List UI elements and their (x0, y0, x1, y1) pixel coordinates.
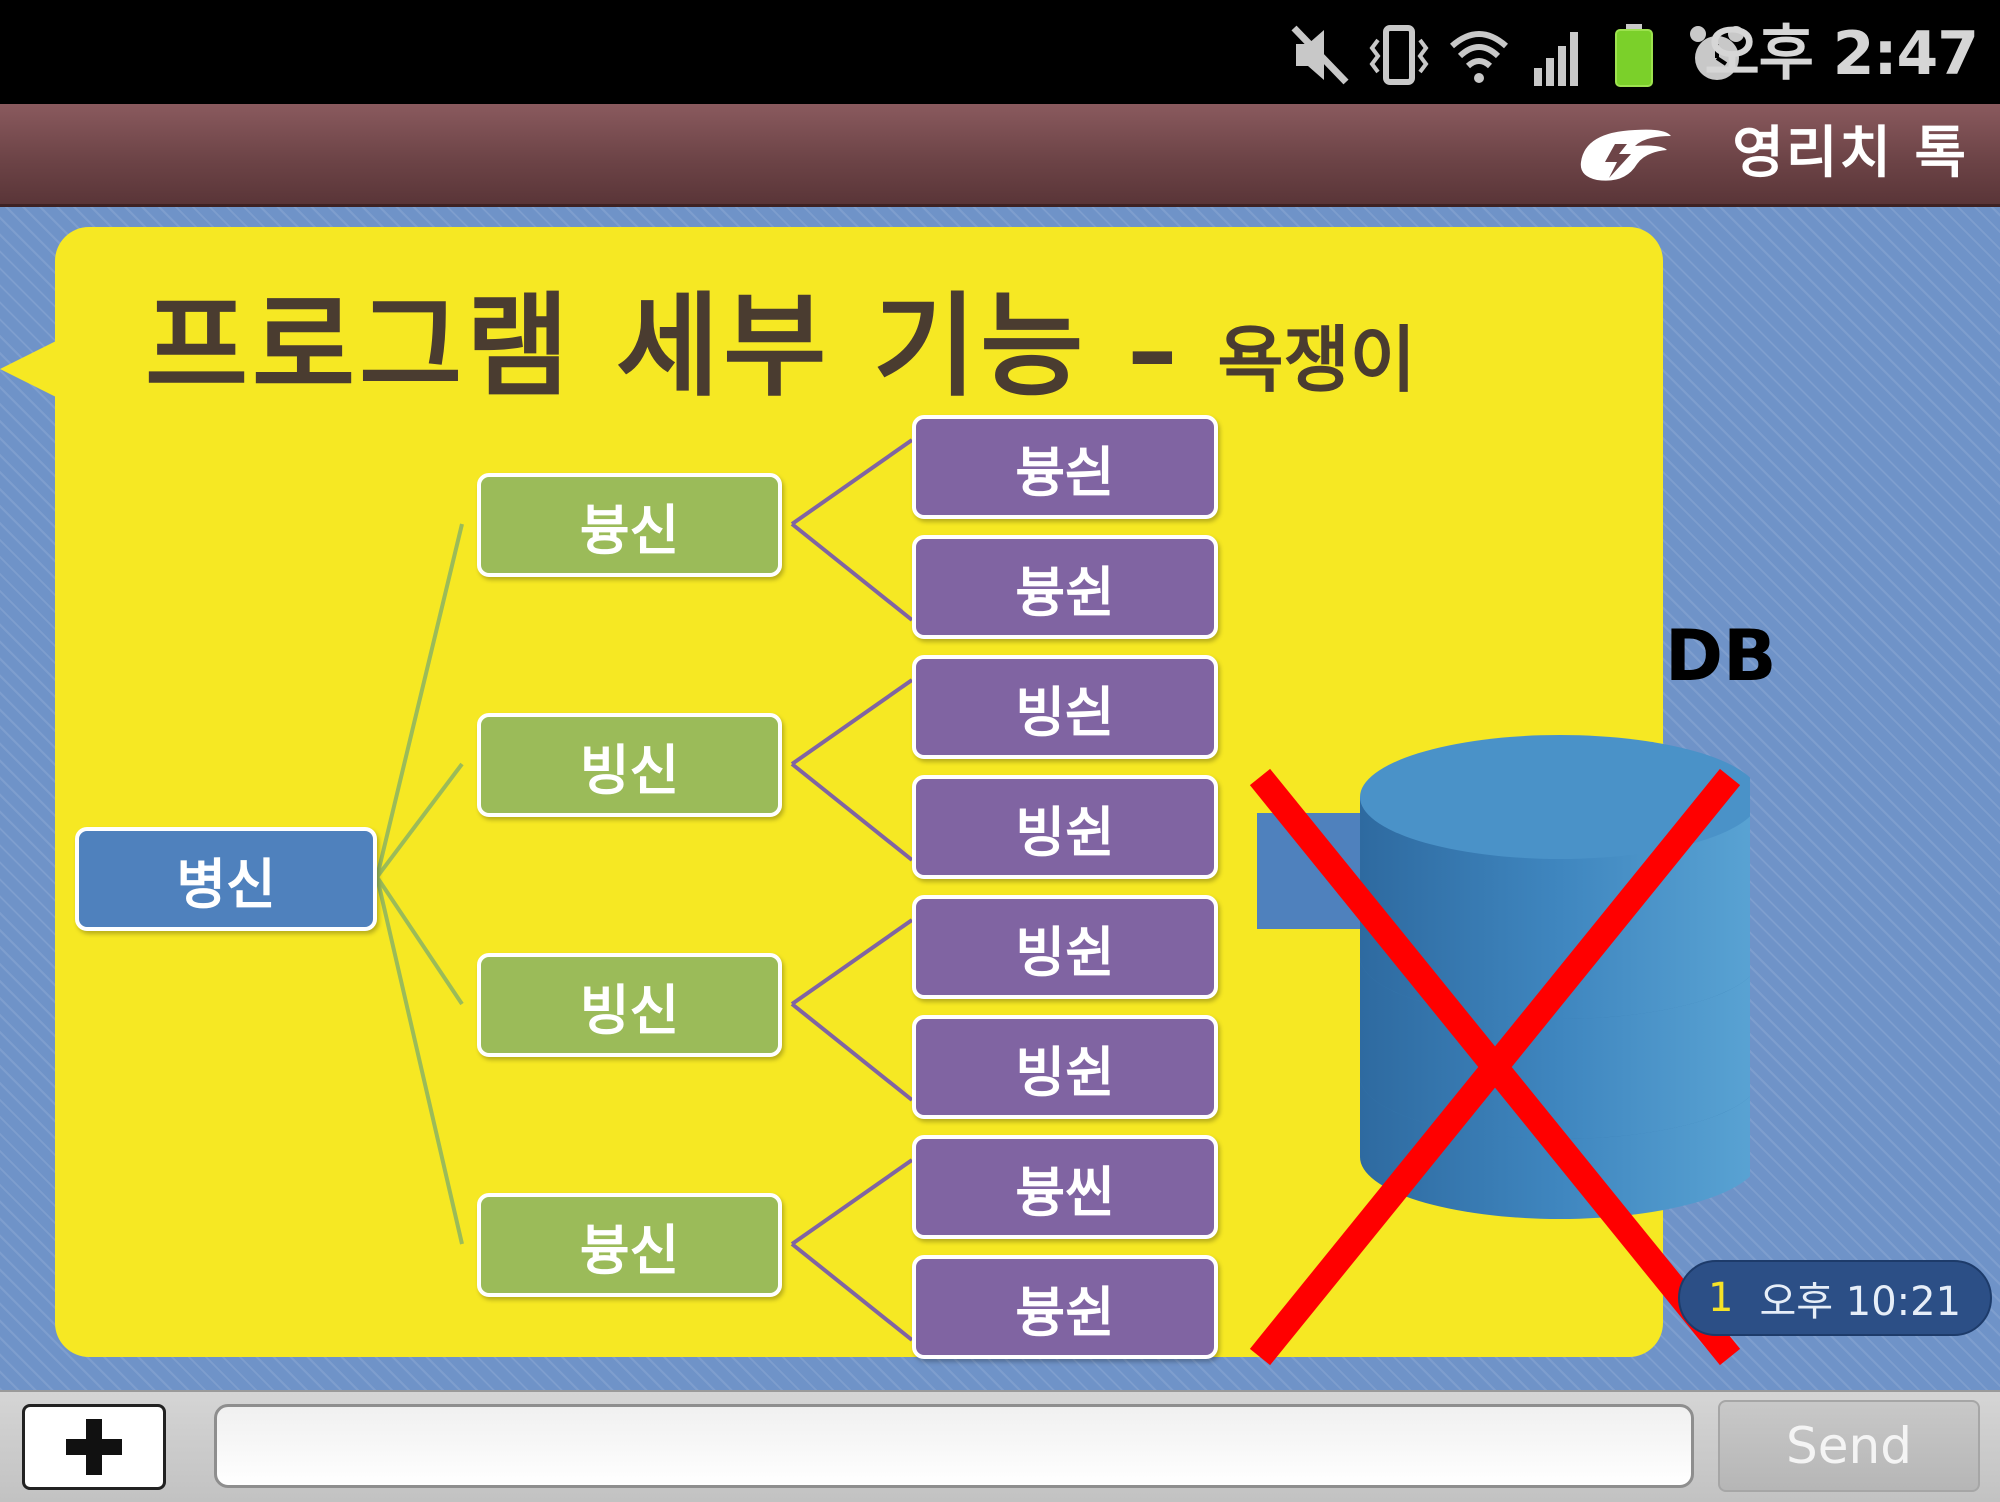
wifi-icon (1450, 31, 1508, 83)
app-title: 영리치 톡 (1732, 121, 1968, 186)
tree-level2-node: 빙쉰 (912, 1015, 1218, 1119)
tree-level2-node: 븅싄 (912, 415, 1218, 519)
tree-level1-node: 빙신 (477, 713, 782, 817)
unread-count: 1 (1708, 1275, 1734, 1321)
plus-icon (66, 1419, 122, 1475)
tree-level2-node: 빙싄 (912, 655, 1218, 759)
app-header: 영리치 톡 (0, 104, 2000, 207)
bubble-tail (0, 339, 60, 399)
tree-level1-node: 빙신 (477, 953, 782, 1057)
vibrate-icon (1369, 25, 1429, 85)
status-bar: 오후 2:47 (0, 0, 2000, 104)
status-time: 오후 2:47 (1704, 19, 1979, 89)
tree-level1-node: 븅신 (477, 1193, 782, 1297)
tree-level2-node: 븅쉰 (912, 535, 1218, 639)
input-bar: Send (0, 1390, 2000, 1502)
tree-level2-node: 븅씬 (912, 1135, 1218, 1239)
battery-icon (1615, 24, 1653, 87)
database-label: DB (1665, 615, 1777, 697)
message-input[interactable] (214, 1404, 1694, 1488)
database-icon (1249, 735, 1750, 1366)
slide-title-separator: – (1127, 292, 1178, 409)
app-logo-icon (1580, 129, 1671, 181)
tree-level2-node: 빙쉰 (912, 895, 1218, 999)
tree-level2-node: 븅쉰 (912, 1255, 1218, 1359)
message-timestamp: 1 오후 10:21 (1678, 1260, 1992, 1336)
mute-icon (1291, 25, 1349, 85)
attach-button[interactable] (22, 1404, 166, 1490)
slide-title-main: 프로그램 세부 기능 (145, 282, 1088, 412)
slide-title-subtitle: 욕쟁이 (1217, 318, 1417, 402)
send-button[interactable]: Send (1718, 1400, 1980, 1492)
alarm-icon (1690, 26, 1744, 80)
tree-level2-node: 빙쉰 (912, 775, 1218, 879)
signal-icon (1534, 32, 1578, 86)
message-time: 오후 10:21 (1759, 1279, 1962, 1325)
chat-area[interactable]: 프로그램 세부 기능–욕쟁이 (0, 207, 2000, 1390)
tree-root-node: 병신 (75, 827, 377, 931)
slide-title: 프로그램 세부 기능–욕쟁이 (145, 277, 1416, 417)
tree-level1-node: 븅신 (477, 473, 782, 577)
